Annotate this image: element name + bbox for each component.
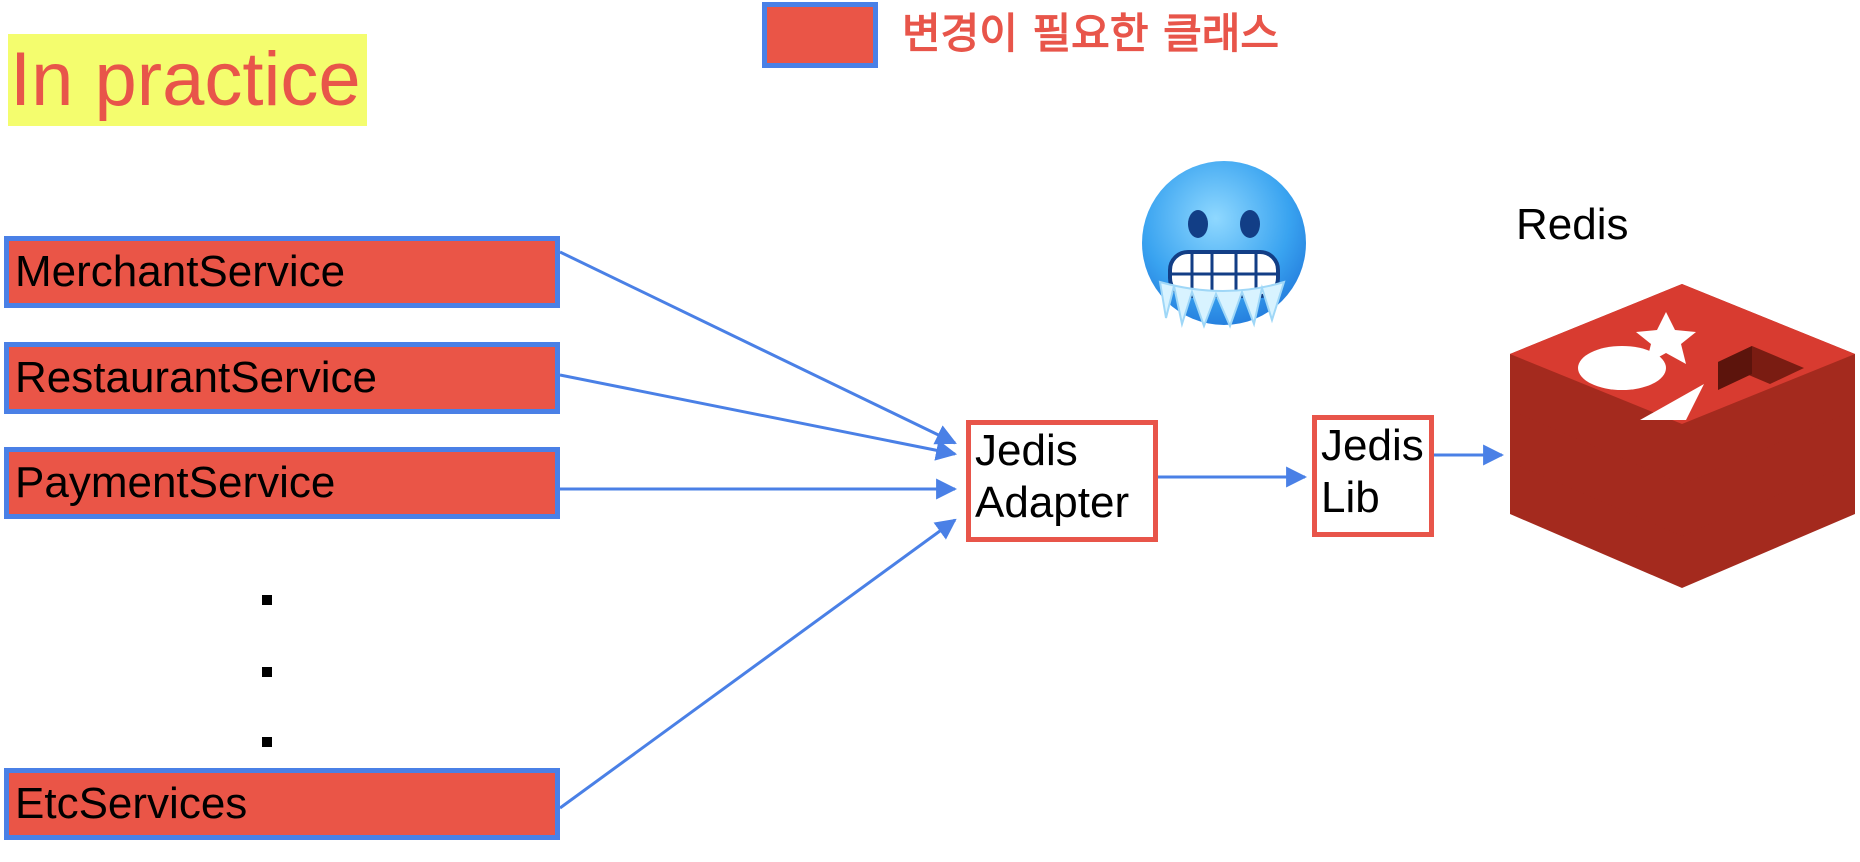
ellipsis-dot <box>262 667 272 677</box>
page-title: In practice <box>8 34 367 126</box>
arrow-etc-to-adapter <box>559 518 957 810</box>
arrow-restaurant-to-adapter <box>559 373 958 461</box>
legend-swatch <box>762 2 878 68</box>
service-box-merchant: MerchantService <box>4 236 560 308</box>
jedis-lib-box: Jedis Lib <box>1312 415 1434 537</box>
jedis-adapter-box: Jedis Adapter <box>966 420 1158 542</box>
ellipsis-dot <box>262 737 272 747</box>
arrow-merchant-to-adapter <box>559 250 957 445</box>
cold-face-icon <box>1142 161 1306 329</box>
service-box-payment: PaymentService <box>4 447 560 519</box>
jedis-adapter-line2: Adapter <box>975 478 1130 527</box>
redis-logo-icon <box>1510 284 1855 588</box>
legend-label: 변경이 필요한 클래스 <box>902 9 1280 58</box>
redis-label: Redis <box>1516 200 1629 249</box>
service-box-restaurant: RestaurantService <box>4 342 560 414</box>
ellipsis-dot <box>262 595 272 605</box>
jedis-lib-line2: Lib <box>1321 473 1380 522</box>
jedis-lib-line1: Jedis <box>1321 421 1424 470</box>
service-box-etc: EtcServices <box>4 768 560 840</box>
jedis-adapter-line1: Jedis <box>975 426 1078 475</box>
arrows <box>559 250 1505 810</box>
